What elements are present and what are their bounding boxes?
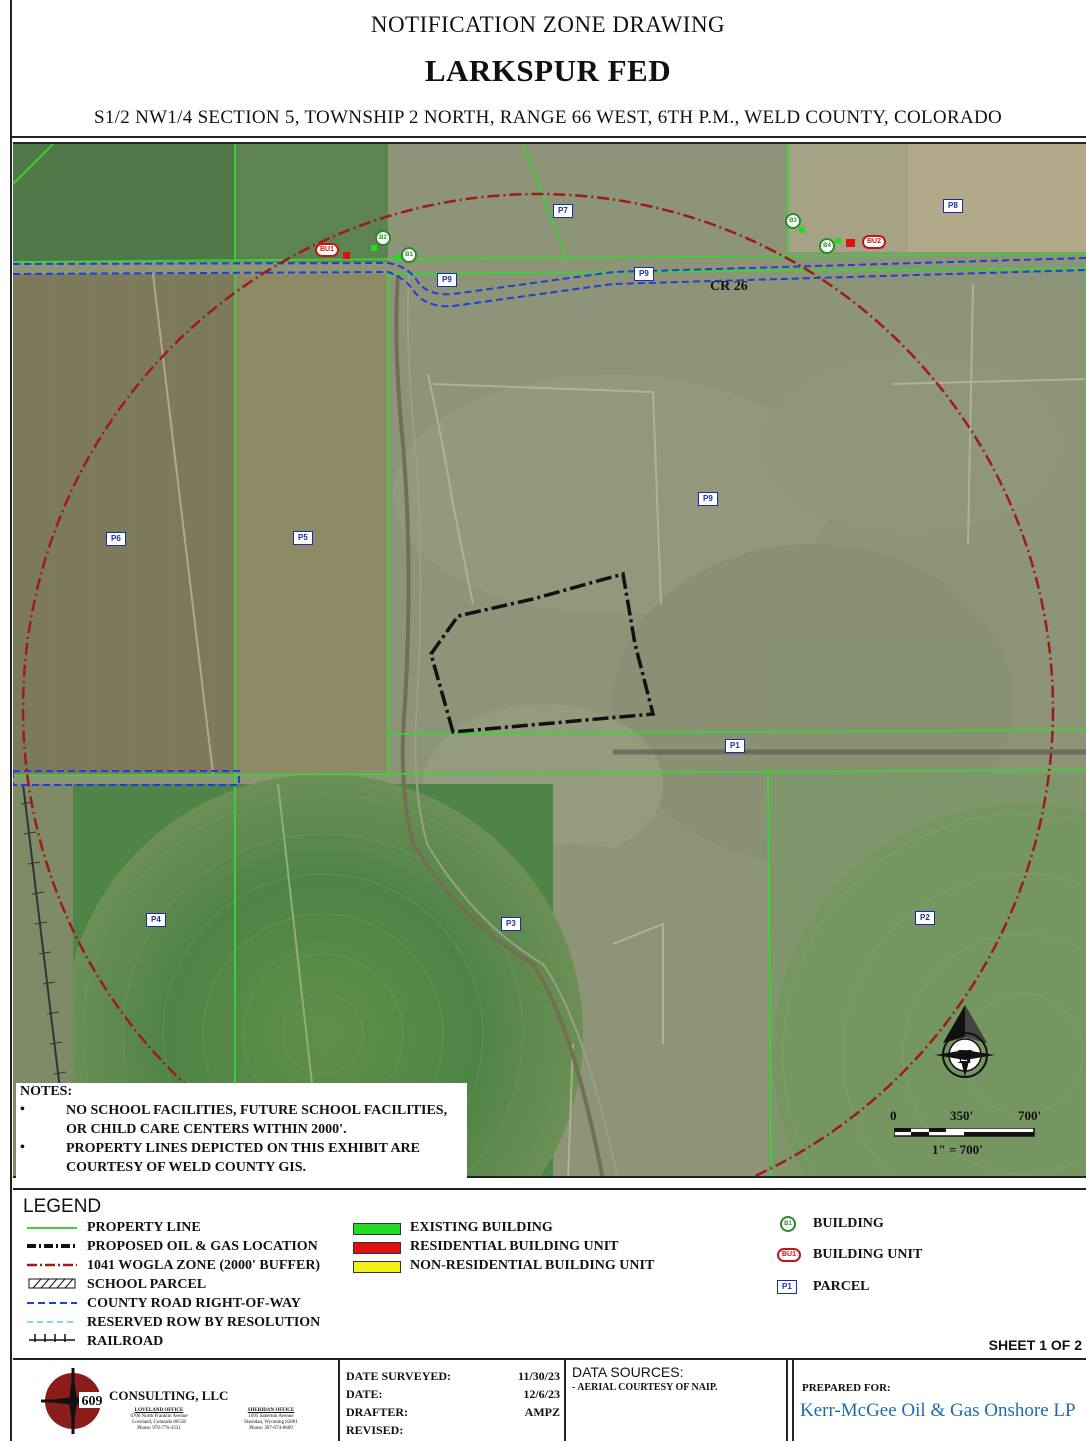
- notes-box: NOTES: • NO SCHOOL FACILITIES, FUTURE SC…: [16, 1083, 467, 1178]
- building-b1[interactable]: B1: [401, 247, 417, 263]
- note-bullet-1: •: [20, 1102, 25, 1117]
- county-road-row: [13, 257, 1086, 786]
- data-sources-title: DATA SOURCES:: [572, 1364, 684, 1380]
- parcel-p9-road-east[interactable]: P9: [634, 267, 654, 281]
- legal-location: S1/2 NW1/4 SECTION 5, TOWNSHIP 2 NORTH, …: [93, 107, 1002, 128]
- consultant-cell: 609 CONSULTING, LLC LOVELAND OFFICE 6700…: [13, 1360, 340, 1441]
- parcel-p6[interactable]: P6: [106, 532, 126, 546]
- legend-property-line: PROPERTY LINE: [87, 1220, 201, 1235]
- prepared-for-cell: PREPARED FOR: Kerr-McGee Oil & Gas Onsho…: [792, 1360, 1086, 1441]
- legend-railroad: RAILROAD: [87, 1334, 164, 1349]
- office-sheridan: SHERIDAN OFFICE 1095 Saberton Avenue She…: [244, 1408, 298, 1431]
- prepared-for-title: PREPARED FOR:: [802, 1382, 891, 1394]
- wogla-buffer-circle: [21, 192, 1055, 1176]
- legend-swatch-nonresidential: [353, 1261, 401, 1273]
- survey-info-cell: DATE SURVEYED: 11/30/23 DATE: 12/6/23 DR…: [340, 1360, 566, 1441]
- legend-line-symbols: [27, 1227, 77, 1342]
- revised-label: REVISED:: [346, 1423, 404, 1437]
- scale-tick-700: 700': [1018, 1108, 1042, 1123]
- building-unit-bu2[interactable]: BU2: [862, 235, 886, 249]
- legend-building-unit-icon: BU1: [777, 1248, 801, 1262]
- note-bullet-2: •: [20, 1140, 25, 1155]
- legend: LEGEND PROPERTY LINE PROPOSED OIL & GAS …: [13, 1188, 1086, 1356]
- legend-county-row: COUNTY ROAD RIGHT-OF-WAY: [87, 1296, 301, 1311]
- date-surveyed-label: DATE SURVEYED:: [346, 1369, 452, 1383]
- legend-nonresidential-unit: NON-RESIDENTIAL BUILDING UNIT: [410, 1258, 655, 1273]
- legend-residential-unit: RESIDENTIAL BUILDING UNIT: [410, 1239, 619, 1254]
- date-label: DATE:: [346, 1387, 383, 1401]
- parcel-p5[interactable]: P5: [293, 531, 313, 545]
- parcel-p7[interactable]: P7: [553, 204, 573, 218]
- scale-tick-350: 350': [950, 1108, 974, 1123]
- building-b4[interactable]: B4: [819, 238, 835, 254]
- legend-swatch-existing: [353, 1223, 401, 1235]
- property-lines: [13, 144, 1086, 1176]
- proposed-location: [429, 571, 656, 734]
- legend-proposed-location: PROPOSED OIL & GAS LOCATION: [87, 1239, 318, 1254]
- building-b3[interactable]: B3: [785, 213, 801, 229]
- company-logo-icon: 609: [41, 1368, 105, 1434]
- scale-tick-0: 0: [890, 1108, 897, 1123]
- data-sources-text: - AERIAL COURTESY OF NAIP.: [572, 1382, 718, 1393]
- legend-reserved-row: RESERVED ROW BY RESOLUTION: [87, 1315, 321, 1330]
- north-label: N: [958, 1046, 973, 1068]
- project-title: LARKSPUR FED: [424, 53, 672, 88]
- legend-swatch-residential: [353, 1242, 401, 1254]
- parcel-p2[interactable]: P2: [915, 911, 935, 925]
- drafter-value: AMPZ: [524, 1405, 560, 1419]
- legend-parcel-icon: P1: [777, 1280, 797, 1294]
- drawing-frame: [10, 0, 1086, 1441]
- legend-building: BUILDING: [813, 1216, 884, 1231]
- scale-bar: 0 350' 700' 1" = 700': [880, 1108, 1050, 1168]
- client-name: Kerr-McGee Oil & Gas Onshore LP: [800, 1400, 1076, 1421]
- building-b2[interactable]: B2: [375, 230, 391, 246]
- footer-block: 609 CONSULTING, LLC LOVELAND OFFICE 6700…: [13, 1358, 1086, 1441]
- sheet-number: SHEET 1 OF 2: [988, 1337, 1082, 1353]
- note-2: PROPERTY LINES DEPICTED ON THIS EXHIBIT …: [66, 1141, 421, 1175]
- parcel-p9[interactable]: P9: [698, 492, 718, 506]
- data-sources-cell: DATA SOURCES: - AERIAL COURTESY OF NAIP.: [566, 1360, 788, 1441]
- road-label-cr26: CR 26: [710, 279, 748, 294]
- north-arrow-icon: N: [925, 1005, 1005, 1095]
- parcel-p1[interactable]: P1: [725, 739, 745, 753]
- building-markers: [343, 227, 855, 261]
- note-1: NO SCHOOL FACILITIES, FUTURE SCHOOL FACI…: [66, 1103, 448, 1137]
- drafter-label: DRAFTER:: [346, 1405, 408, 1419]
- legend-school-parcel: SCHOOL PARCEL: [87, 1277, 207, 1292]
- parcel-p9-road[interactable]: P9: [437, 273, 457, 287]
- dirt-tracks: [427, 283, 1086, 1176]
- legend-building-icon: B1: [780, 1216, 796, 1232]
- legend-building-unit: BUILDING UNIT: [813, 1247, 923, 1262]
- building-unit-bu1[interactable]: BU1: [315, 243, 339, 257]
- legend-parcel: PARCEL: [813, 1279, 870, 1294]
- logo-number: 609: [82, 1394, 103, 1409]
- legend-title: LEGEND: [23, 1196, 102, 1217]
- legend-wogla-zone: 1041 WOGLA ZONE (2000' BUFFER): [87, 1258, 321, 1273]
- drawing-type: NOTIFICATION ZONE DRAWING: [370, 12, 726, 37]
- notes-title: NOTES:: [20, 1084, 73, 1099]
- parcel-p4[interactable]: P4: [146, 913, 166, 927]
- title-block: NOTIFICATION ZONE DRAWING LARKSPUR FED S…: [10, 0, 1086, 138]
- parcel-p3[interactable]: P3: [501, 917, 521, 931]
- parcel-p8[interactable]: P8: [943, 199, 963, 213]
- legend-existing-building: EXISTING BUILDING: [410, 1220, 553, 1235]
- scale-ratio: 1" = 700': [932, 1142, 983, 1157]
- date-value: 12/6/23: [523, 1387, 560, 1401]
- date-surveyed-value: 11/30/23: [517, 1369, 560, 1383]
- company-name: CONSULTING, LLC: [109, 1388, 229, 1403]
- office-loveland: LOVELAND OFFICE 6700 North Franklin Aven…: [130, 1408, 188, 1431]
